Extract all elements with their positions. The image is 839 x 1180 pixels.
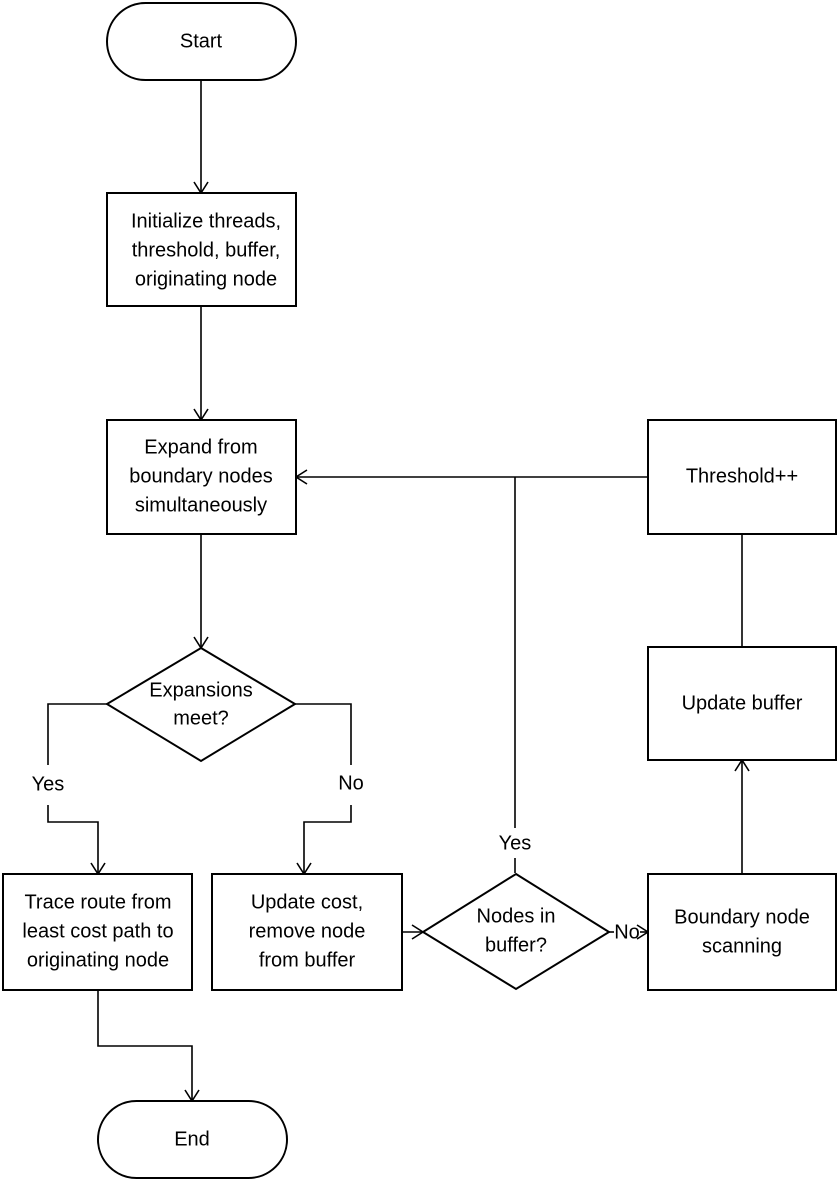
expand-process	[106, 419, 297, 535]
scan-label-line2: scanning	[702, 935, 782, 957]
meet-yes-label: Yes	[32, 773, 65, 795]
threshold-process	[647, 419, 837, 535]
connectors	[47, 80, 750, 1103]
expand-label-line3: simultaneously	[135, 494, 267, 516]
update-buffer-label: Update buffer	[682, 692, 803, 714]
update-buffer-process	[647, 646, 837, 761]
nodes-in-buffer-label-line2: buffer?	[485, 934, 547, 956]
threshold-label: Threshold++	[686, 465, 798, 487]
buffer-yes-label: Yes	[499, 832, 532, 854]
update-cost-label-line3: from buffer	[259, 949, 356, 971]
start-label: Start	[180, 30, 223, 52]
update-cost-process	[211, 873, 403, 991]
edge-labels: Yes No Yes No	[32, 772, 640, 943]
start-terminal	[106, 2, 297, 81]
end-label: End	[174, 1128, 210, 1150]
edge-meet-yes	[47, 703, 107, 765]
meet-label-line1: Expansions	[149, 679, 252, 701]
init-label-line3: originating node	[135, 268, 277, 290]
update-cost-label-line2: remove node	[249, 920, 366, 942]
edge-trace-end	[97, 990, 193, 1100]
end-terminal	[97, 1100, 288, 1179]
edge-meet-no-lower	[303, 805, 352, 873]
buffer-no-label: No	[614, 921, 640, 943]
expand-label-line2: boundary nodes	[129, 465, 272, 487]
trace-label-line2: least cost path to	[22, 920, 173, 942]
edge-meet-no	[295, 703, 352, 765]
expansions-meet-decision	[105, 646, 297, 763]
init-process	[106, 192, 297, 307]
trace-label-line1: Trace route from	[24, 891, 171, 913]
nodes-in-buffer-decision	[421, 872, 611, 991]
edge-meet-yes-lower	[47, 805, 99, 873]
init-label-line2: threshold, buffer,	[132, 239, 281, 261]
trace-label-line3: originating node	[27, 949, 169, 971]
node-labels: Start Initialize threads, threshold, buf…	[22, 30, 809, 1150]
update-cost-label-line1: Update cost,	[251, 891, 363, 913]
nodes-in-buffer-label-line1: Nodes in	[477, 905, 556, 927]
meet-no-label: No	[338, 772, 364, 794]
meet-label-line2: meet?	[173, 707, 229, 729]
init-label-line1: Initialize threads,	[131, 210, 281, 232]
expand-label-line1: Expand from	[144, 436, 257, 458]
trace-process	[2, 873, 193, 991]
scan-label-line1: Boundary node	[674, 906, 810, 928]
boundary-scan-process	[647, 873, 837, 991]
